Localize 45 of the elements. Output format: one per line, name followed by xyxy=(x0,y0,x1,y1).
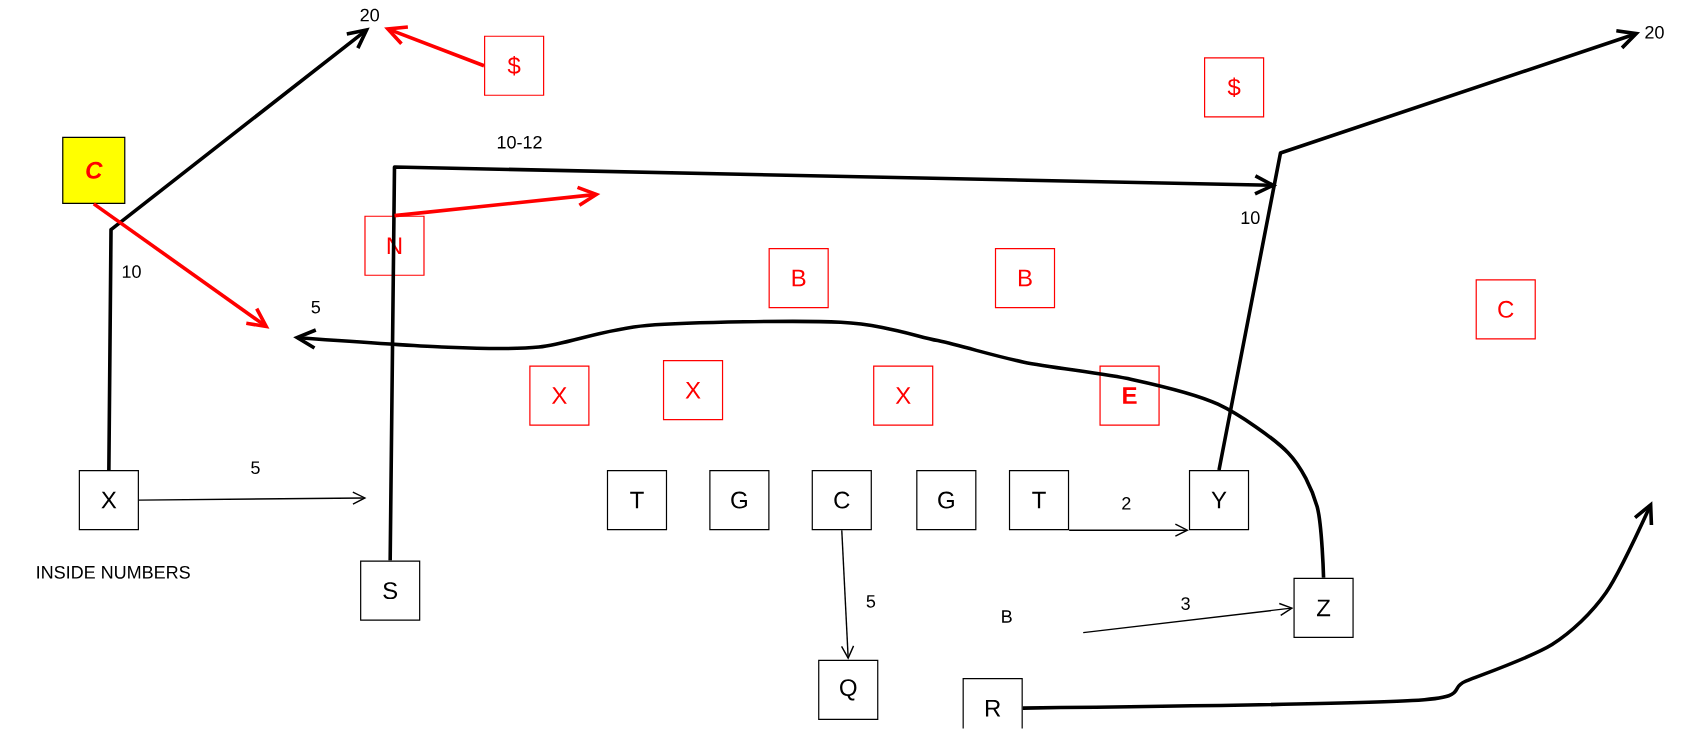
player-label: B xyxy=(1002,610,1012,623)
player-box: G xyxy=(916,470,977,531)
note-text: INSIDE NUMBERS xyxy=(37,566,190,579)
player-box: Q xyxy=(818,659,879,721)
player-box: X xyxy=(662,360,724,421)
player-box: C xyxy=(811,470,872,531)
edge-label: 10 xyxy=(1238,209,1263,227)
player-box: S xyxy=(360,560,421,621)
player-box: X xyxy=(529,365,590,426)
distance-label: 20 xyxy=(1645,26,1664,39)
edge-label: 2 xyxy=(1119,495,1134,512)
route-arrow xyxy=(384,25,485,68)
route-arrow xyxy=(1022,501,1654,711)
player-box: G xyxy=(709,470,770,531)
player-box: B xyxy=(994,248,1056,309)
edge-label: 5 xyxy=(248,459,263,477)
edge-label: 5 xyxy=(308,299,323,316)
route-arrow xyxy=(394,185,601,218)
edge-label: 10 xyxy=(119,263,144,281)
player-box: R xyxy=(962,678,1023,729)
route-arrow xyxy=(1082,603,1294,634)
edge-label: 5 xyxy=(863,593,878,610)
player-box: X xyxy=(873,365,934,426)
player-box: Z xyxy=(1293,578,1354,639)
player-box: $ xyxy=(1204,57,1265,118)
edge-label: 3 xyxy=(1178,595,1193,613)
player-box: E xyxy=(1099,365,1160,426)
player-box: X xyxy=(78,470,139,531)
route-arrow xyxy=(92,202,270,329)
route-arrow xyxy=(840,529,855,660)
player-box: C xyxy=(62,136,126,205)
player-box: Y xyxy=(1188,470,1250,531)
route-arrow xyxy=(1217,29,1641,471)
route-arrow xyxy=(138,491,367,505)
player-box: T xyxy=(606,470,668,531)
player-box: B xyxy=(768,248,829,309)
route-arrow xyxy=(1068,523,1189,538)
route-arrow xyxy=(293,319,1326,579)
distance-label: 20 xyxy=(360,8,379,22)
player-box: $ xyxy=(484,35,545,97)
route-arrow xyxy=(388,165,1278,561)
route-arrow xyxy=(107,27,370,471)
player-box: C xyxy=(1475,279,1536,340)
edge-label: 10-12 xyxy=(494,134,545,151)
player-box: T xyxy=(1008,470,1070,531)
